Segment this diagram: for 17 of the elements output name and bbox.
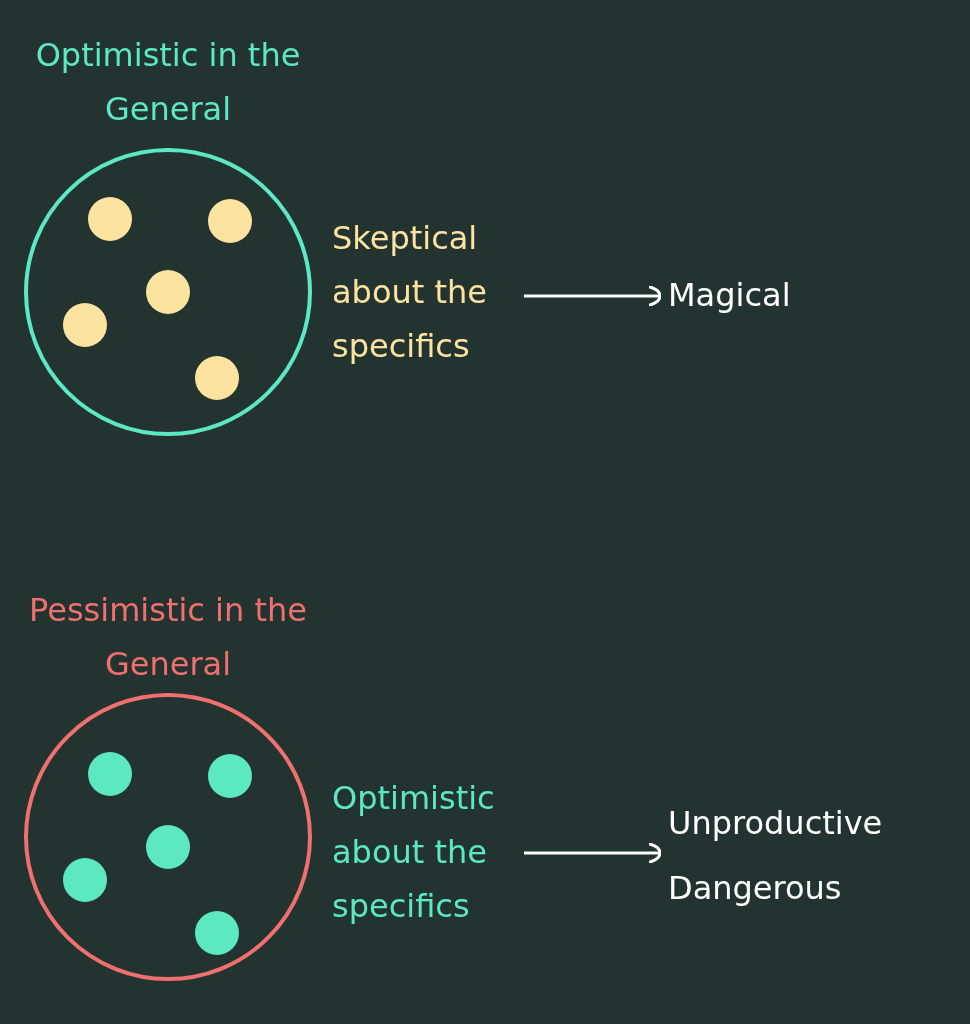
dot (146, 270, 190, 314)
text-label: Optimistic about the specifics (332, 778, 496, 927)
dot (63, 303, 107, 347)
dot (195, 911, 239, 955)
text-label: Skeptical about the specifics (332, 218, 488, 367)
dot (208, 754, 252, 798)
dot (88, 197, 132, 241)
dot (195, 356, 239, 400)
text-label: Unproductive (668, 803, 884, 844)
dot (63, 858, 107, 902)
heading: Optimistic in the General (34, 35, 302, 130)
dot (146, 825, 190, 869)
text-label: Dangerous (668, 868, 843, 909)
dot (88, 752, 132, 796)
dot (208, 199, 252, 243)
heading: Pessimistic in the General (28, 590, 308, 685)
text-label: Magical (668, 275, 792, 316)
